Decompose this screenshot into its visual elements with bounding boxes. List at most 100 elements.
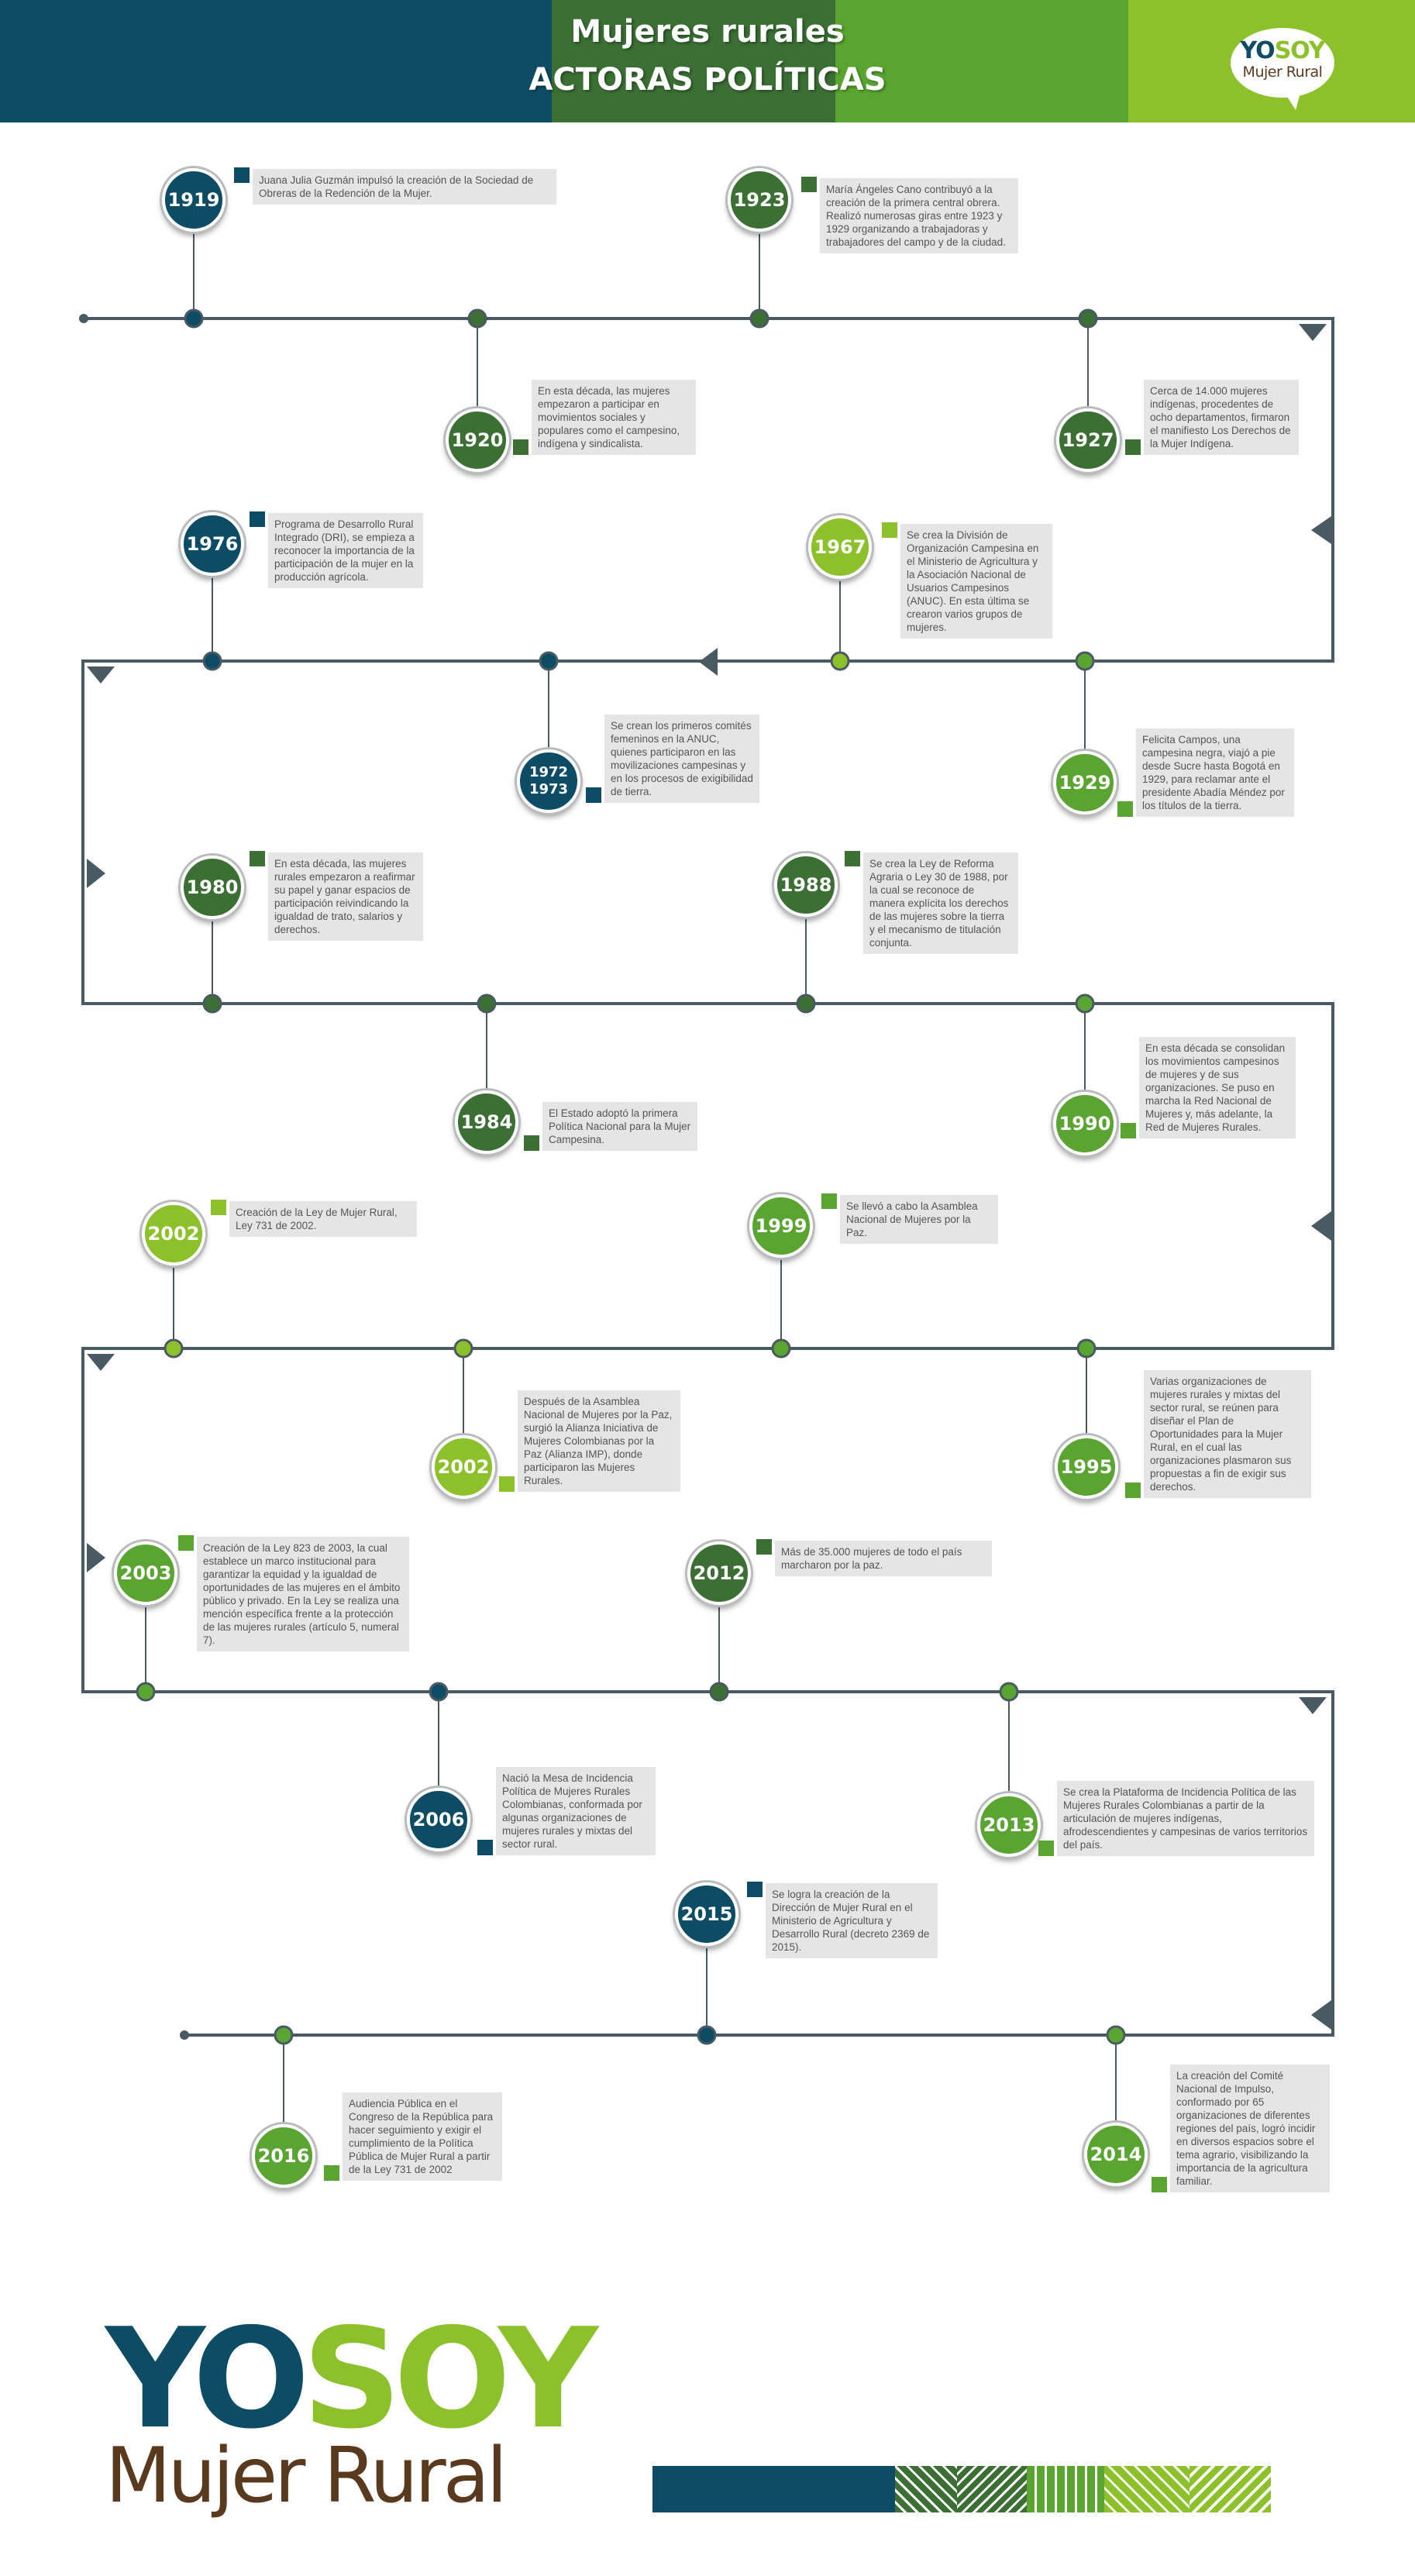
- timeline-dot: [202, 994, 222, 1014]
- event-description: Más de 35.000 mujeres de todo el país ma…: [775, 1541, 992, 1576]
- event-marker-square: [524, 1135, 539, 1151]
- timeline-dot: [164, 1338, 184, 1359]
- event-description: Programa de Desarrollo Rural Integrado (…: [268, 513, 423, 588]
- event-description: Nació la Mesa de Incidencia Política de …: [496, 1767, 656, 1855]
- event-description: Se crea la Plataforma de Incidencia Polí…: [1057, 1781, 1314, 1856]
- header-band-green: [835, 0, 1128, 122]
- arrow-left-icon: [699, 648, 718, 676]
- header-band-dark-green: [552, 0, 835, 122]
- arrow-left-icon: [1311, 1211, 1331, 1241]
- timeline-dot: [999, 1682, 1019, 1702]
- arrow-right-icon: [87, 859, 105, 888]
- header-banner: Mujeres rurales ACTORAS POLÍTICAS YOSOY …: [0, 0, 1415, 122]
- header-logo-soy: SOY: [1274, 37, 1326, 64]
- year-badge: 2002: [432, 1435, 495, 1499]
- arrow-right-icon: [87, 1543, 105, 1572]
- timeline-dot: [477, 994, 497, 1014]
- event-description: María Ángeles Cano contribuyó a la creac…: [820, 178, 1018, 253]
- event-marker-square: [477, 1840, 493, 1855]
- timeline-dot: [202, 651, 222, 671]
- event-marker-square: [845, 851, 860, 866]
- year-badge: 2013: [977, 1793, 1041, 1857]
- arrow-down-icon: [1299, 1697, 1327, 1714]
- event-description: Felicita Campos, una campesina negra, vi…: [1136, 728, 1294, 817]
- event-marker-square: [178, 1535, 194, 1551]
- timeline-dot: [709, 1682, 729, 1702]
- event-description: Juana Julia Guzmán impulsó la creación d…: [253, 169, 556, 205]
- event-marker-square: [211, 1200, 226, 1215]
- timeline-dot: [453, 1338, 473, 1359]
- year-badge: 2003: [114, 1541, 177, 1605]
- year-badge: 2002: [142, 1202, 205, 1266]
- timeline-dot: [830, 651, 850, 671]
- year-badge: 1980: [181, 856, 244, 919]
- timeline-dot: [1078, 308, 1098, 329]
- timeline-dot: [539, 651, 559, 671]
- header-logo-sub: Mujer Rural: [1242, 64, 1323, 81]
- timeline-line: [81, 317, 1334, 2037]
- year-badge: 2014: [1084, 2123, 1148, 2186]
- event-description: Se crea la Ley de Reforma Agraria o Ley …: [863, 852, 1018, 954]
- event-description: Se logra la creación de la Dirección de …: [766, 1883, 938, 1958]
- event-description: Varias organizaciones de mujeres rurales…: [1144, 1370, 1311, 1498]
- event-marker-square: [234, 167, 250, 183]
- event-marker-square: [1152, 2177, 1167, 2192]
- year-badge: 2012: [687, 1541, 751, 1605]
- arrow-down-icon: [87, 1354, 115, 1371]
- footer-logo-yo: YO: [105, 2299, 310, 2459]
- year-badge: 1999: [749, 1194, 813, 1258]
- event-marker-square: [250, 511, 265, 527]
- footer-logo-sub: Mujer Rural: [105, 2432, 508, 2520]
- timeline-dot: [184, 308, 204, 329]
- footer-logo: YOSOY Mujer Rural: [105, 2310, 598, 2520]
- timeline-dot: [136, 1682, 156, 1702]
- year-badge: 1967: [808, 515, 872, 579]
- year-badge: 1984: [455, 1090, 518, 1154]
- timeline-dot: [1075, 651, 1095, 671]
- footer-pattern: [895, 2466, 1271, 2512]
- page-title: Mujeres rurales: [570, 14, 845, 50]
- timeline-dot: [429, 1682, 449, 1702]
- year-badge: 1988: [774, 853, 838, 917]
- event-marker-square: [821, 1193, 837, 1209]
- event-marker-square: [1125, 1483, 1141, 1498]
- arrow-down-icon: [87, 666, 115, 684]
- year-badge: 1920: [446, 408, 509, 472]
- event-marker-square: [250, 851, 265, 866]
- arrow-left-icon: [1311, 516, 1331, 544]
- footer-logo-soy: SOY: [301, 2299, 598, 2459]
- event-marker-square: [513, 439, 528, 455]
- arrow-left-icon: [1311, 2000, 1331, 2030]
- event-description: La creación del Comité Nacional de Impul…: [1170, 2065, 1330, 2192]
- timeline-dot: [771, 1338, 791, 1359]
- year-badge: 1929: [1053, 751, 1117, 814]
- event-marker-square: [499, 1476, 515, 1492]
- event-description: Se llevó a cabo la Asamblea Nacional de …: [840, 1195, 998, 1244]
- event-description: Creación de la Ley 823 de 2003, la cual …: [197, 1537, 409, 1651]
- timeline-dot: [1106, 2025, 1126, 2045]
- event-marker-square: [1117, 801, 1133, 817]
- year-badge: 2006: [407, 1788, 470, 1851]
- timeline-dot: [697, 2025, 717, 2045]
- event-description: Audiencia Pública en el Congreso de la R…: [343, 2092, 502, 2181]
- event-description: En esta década, las mujeres rurales empe…: [268, 852, 423, 941]
- event-description: El Estado adoptó la primera Política Nac…: [542, 1102, 697, 1151]
- event-description: Creación de la Ley de Mujer Rural, Ley 7…: [229, 1201, 417, 1237]
- header-logo-yo: YO: [1240, 37, 1276, 64]
- event-marker-square: [801, 177, 817, 192]
- page-subtitle: ACTORAS POLÍTICAS: [528, 62, 887, 98]
- event-marker-square: [586, 787, 601, 803]
- year-badge: 2016: [252, 2124, 315, 2188]
- event-description: Después de la Asamblea Nacional de Mujer…: [518, 1390, 680, 1492]
- timeline-start-dot: [79, 314, 88, 323]
- event-marker-square: [324, 2165, 339, 2181]
- timeline-dot: [1076, 1338, 1097, 1359]
- event-marker-square: [882, 522, 897, 538]
- arrow-down-icon: [1299, 324, 1327, 341]
- event-marker-square: [747, 1882, 763, 1897]
- year-badge: 1927: [1056, 408, 1120, 472]
- year-badge: 2015: [675, 1882, 738, 1946]
- year-badge: 1976: [181, 512, 244, 576]
- event-marker-square: [1038, 1841, 1054, 1856]
